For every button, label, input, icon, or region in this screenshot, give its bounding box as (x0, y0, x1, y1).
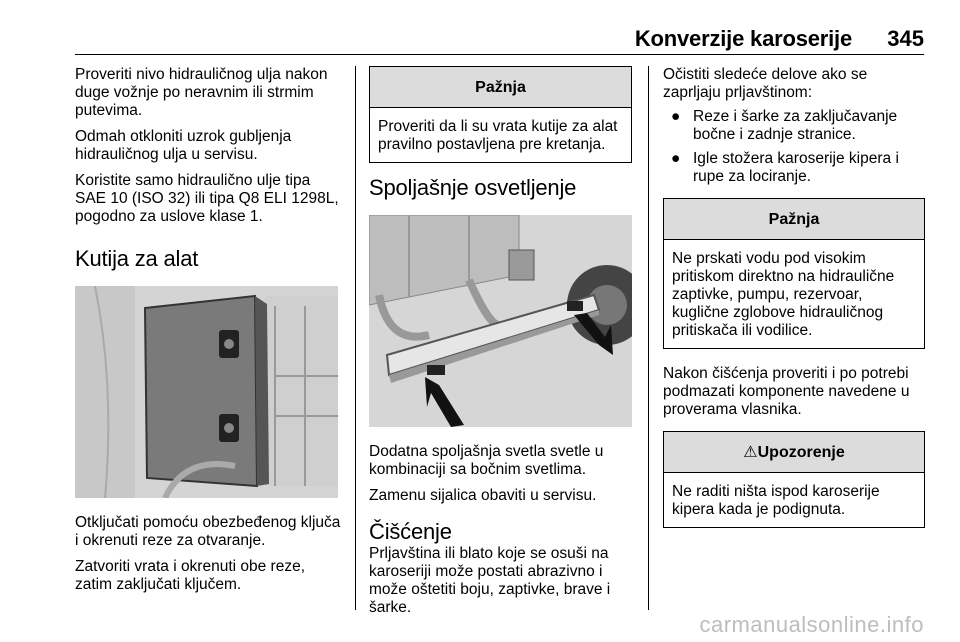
column-divider-2 (648, 66, 649, 610)
toolbox-illustration (75, 286, 338, 498)
cleaning-intro-text: Očistiti sledeće delove ako se zaprljaju… (663, 66, 868, 101)
column-1: Proveriti nivo hidrauličnog ulja nakon d… (75, 66, 343, 602)
warning-title: ⚠Upozorenje (664, 432, 924, 473)
oil-type-text: Koristite samo hidraulično ulje tipa SAE… (75, 172, 339, 225)
page-number: 345 (887, 26, 924, 51)
notice-title: Pažnja (664, 199, 924, 240)
warning-text: Ne raditi ništa ispod karoserije kipera … (672, 483, 880, 518)
oil-leak-text: Odmah otkloniti uzrok gubljenja hidrauli… (75, 128, 292, 163)
notice-title: Pažnja (370, 67, 631, 108)
toolbox-close-text: Zatvoriti vrata i okrenuti obe reze, zat… (75, 558, 306, 593)
header-section-title: Konverzije karoserije (634, 26, 852, 51)
notice-text: Proveriti da li su vrata kutije za alat … (378, 118, 618, 153)
extra-lights-text: Dodatna spoljašnja svetla svetle u kombi… (369, 443, 604, 478)
toolbox-open-text: Otključati pomoću obezbeđenog ključa i o… (75, 514, 341, 549)
toolbox-heading: Kutija za alat (75, 246, 199, 271)
header-divider (75, 54, 924, 55)
column-2: Pažnja Proveriti da li su vrata kutije z… (369, 66, 632, 625)
list-item: ●Reze i šarke za zaključavanje bočne i z… (671, 108, 898, 143)
bulb-replacement-text: Zamenu sijalica obaviti u servisu. (369, 487, 597, 504)
list-item: ●Igle stožera karoserije kipera i rupe z… (671, 150, 899, 185)
warning-notice: ⚠Upozorenje Ne raditi ništa ispod karose… (663, 431, 925, 528)
watermark: carmanualsonline.info (699, 612, 924, 637)
column-divider-1 (355, 66, 356, 610)
cleaning-list: ●Reze i šarke za zaključavanje bočne i z… (663, 108, 925, 186)
cleaning-heading: Čišćenje (369, 519, 452, 544)
dirt-warning-text: Prljavština ili blato koje se osuši na k… (369, 545, 611, 616)
attention-notice-toolbox: Pažnja Proveriti da li su vrata kutije z… (369, 66, 632, 163)
hydraulic-oil-check-text: Proveriti nivo hidrauličnog ulja nakon d… (75, 66, 328, 119)
warning-icon: ⚠ (743, 444, 758, 461)
column-3: Očistiti sledeće delove ako se zaprljaju… (663, 66, 925, 544)
attention-notice-cleaning: Pažnja Ne prskati vodu pod visokim priti… (663, 198, 925, 349)
notice-text: Ne prskati vodu pod visokim pritiskom di… (672, 250, 895, 339)
side-lights-illustration (369, 215, 632, 427)
exterior-lighting-heading: Spoljašnje osvetljenje (369, 175, 577, 200)
lubrication-text: Nakon čišćenja proveriti i po potrebi po… (663, 365, 910, 418)
